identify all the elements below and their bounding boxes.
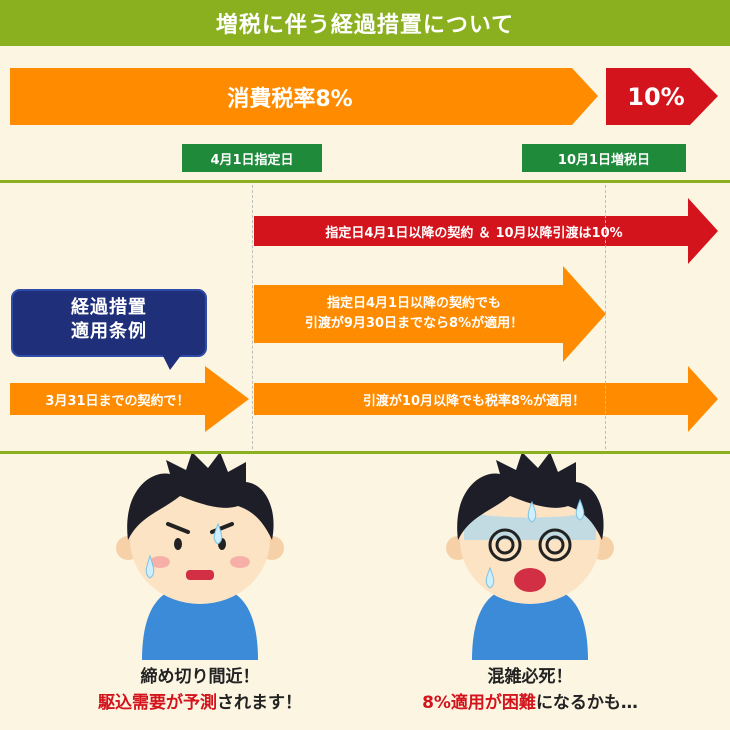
tax-rate-8-arrow bbox=[10, 68, 598, 125]
guide-line-october bbox=[605, 185, 606, 449]
middle-arrow-line1: 指定日4月1日以降の契約でも bbox=[326, 296, 502, 311]
divider-top bbox=[0, 180, 730, 183]
current-rate-label: 消費税率8% bbox=[227, 86, 353, 112]
left-caption-red: 駆込需要が予測 bbox=[98, 693, 217, 713]
middle-arrow-label: 指定日4月1日以降の契約でも 引渡が9月30日までなら8%が適用！ bbox=[254, 285, 574, 343]
page-title: 増税に伴う経過措置について bbox=[0, 0, 730, 46]
right-caption-line2: 8%適用が困難になるかも… bbox=[390, 690, 670, 716]
right-caption: 混雑必死！ 8%適用が困難になるかも… bbox=[390, 664, 670, 716]
bubble-shape bbox=[11, 289, 207, 357]
tax-increase-day-tag: 10月1日増税日 bbox=[522, 144, 686, 172]
middle-orange-arrow bbox=[254, 266, 606, 362]
left-caption: 締め切り間近！ 駆込需要が予測されます！ bbox=[60, 664, 340, 716]
panicked-boy-illustration bbox=[446, 452, 614, 660]
red-arrow-label: 指定日4月1日以降の契約 ＆ 10月以降引渡は10% bbox=[325, 225, 623, 241]
delivery-after-label: 引渡が10月以降でも税率8%が適用！ bbox=[362, 393, 586, 409]
bubble-tail bbox=[162, 354, 182, 370]
contract-by-label: 3月31日までの契約で！ bbox=[45, 393, 190, 409]
bubble-text: 経過措置 適用条例 bbox=[12, 296, 206, 344]
bubble-line1: 経過措置 bbox=[71, 297, 147, 318]
left-caption-line1: 締め切り間近！ bbox=[140, 667, 260, 687]
left-caption-line2: 駆込需要が予測されます！ bbox=[60, 690, 340, 716]
worried-boy-illustration bbox=[116, 452, 284, 660]
delivery-after-arrow bbox=[254, 366, 718, 432]
bubble-line2: 適用条例 bbox=[71, 321, 147, 342]
middle-arrow-line2: 引渡が9月30日までなら8%が適用！ bbox=[304, 316, 524, 331]
right-caption-line1: 混雑必死！ bbox=[487, 667, 573, 687]
divider-bottom bbox=[0, 451, 730, 454]
right-caption-red: 8%適用が困難 bbox=[422, 693, 536, 713]
red-arrow bbox=[254, 198, 718, 264]
contract-by-arrow bbox=[10, 366, 249, 432]
left-caption-black: されます！ bbox=[217, 693, 302, 713]
right-caption-black: になるかも… bbox=[535, 693, 638, 713]
new-rate-label: 10% bbox=[627, 82, 685, 111]
guide-line-april bbox=[252, 185, 253, 449]
designated-day-tag: 4月1日指定日 bbox=[182, 144, 322, 172]
tax-rate-10-arrow bbox=[606, 68, 718, 125]
